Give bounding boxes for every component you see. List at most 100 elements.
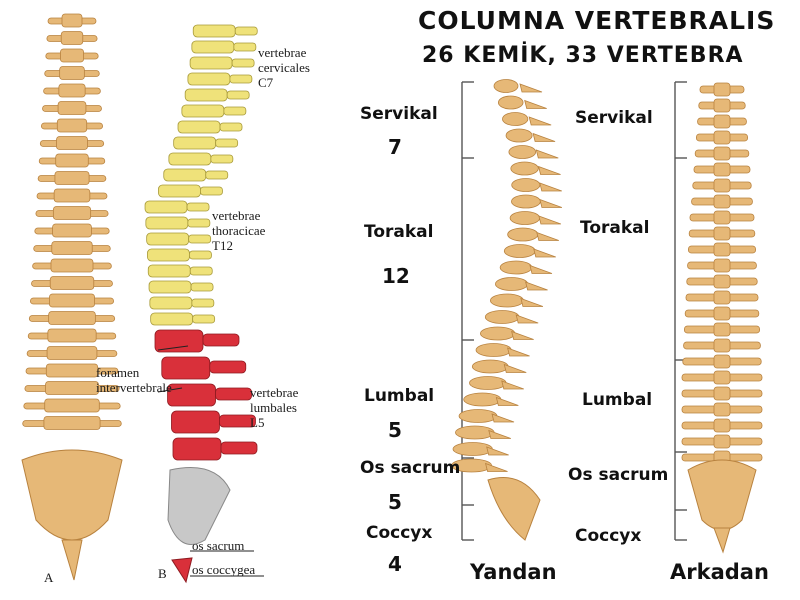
lateral-lumbar-process: [202, 333, 240, 347]
left-spine-illustrations: [21, 13, 264, 584]
side-vertebra-body: [458, 409, 498, 423]
anterior-vertebra: [47, 328, 97, 343]
right-columna-panel: COLUMNA VERTEBRALIS 26 KEMİK, 33 VERTEBR…: [350, 0, 800, 600]
lateral-lumbar-vertebra: [172, 437, 222, 461]
right-spine-illustrations: [451, 79, 763, 554]
lateral-process: [186, 202, 210, 212]
lateral-vertebra: [173, 136, 217, 150]
foramen-label-line1: foramen: [96, 365, 140, 380]
lateral-process: [188, 234, 212, 244]
lateral-lumbar-process: [215, 387, 252, 401]
side-spinous-process: [491, 413, 515, 423]
side-spinous-process: [524, 99, 547, 109]
side-vertebra-body: [505, 128, 533, 143]
side-servikal-label: Servikal: [360, 104, 438, 124]
anterior-vertebra: [44, 398, 100, 413]
side-vertebra-body: [471, 359, 509, 374]
back-view-spine: [681, 82, 763, 554]
back-vertebra: [713, 98, 731, 113]
side-servikal-count: 7: [388, 135, 402, 159]
anterior-vertebra: [43, 416, 101, 430]
lateral-vertebra: [163, 168, 207, 182]
back-vertebra: [713, 322, 731, 337]
anterior-sacrum: [21, 449, 123, 541]
cervical-label-line2: cervicales: [258, 60, 310, 75]
side-spinous-process: [503, 363, 527, 373]
thoracic-label-line2: thoracicae: [212, 223, 266, 238]
back-torakal-label: Torakal: [580, 218, 650, 238]
anterior-vertebra: [51, 241, 93, 255]
side-vertebra-body: [499, 260, 533, 275]
page-subtitle: 26 KEMİK, 33 VERTEBRA: [422, 43, 744, 68]
side-sacrum: [487, 477, 541, 541]
lateral-spine-figure: [144, 24, 258, 584]
lateral-coccyx: [171, 557, 193, 584]
side-vertebra-body: [480, 326, 516, 341]
side-spinous-process: [520, 297, 544, 307]
anterior-vertebra: [58, 83, 86, 98]
back-vertebra: [713, 130, 731, 145]
side-spinous-process: [536, 231, 559, 241]
lateral-vertebra: [147, 248, 190, 262]
side-spinous-process: [515, 314, 539, 324]
side-vertebra-body: [497, 95, 524, 110]
back-vertebra: [713, 386, 731, 401]
lateral-process: [219, 122, 243, 132]
side-vertebra-body: [511, 194, 541, 209]
side-lumbal-count: 5: [388, 418, 402, 442]
lateral-vertebra: [149, 296, 193, 310]
side-spinous-process: [525, 281, 548, 291]
lateral-process: [205, 170, 229, 180]
side-vertebra-body: [455, 425, 495, 440]
lateral-vertebra: [181, 104, 225, 118]
foramen-label: foramen intervertebrale: [96, 365, 172, 395]
lateral-lumbar-process: [209, 360, 247, 374]
lateral-process: [210, 154, 234, 164]
lateral-vertebra: [192, 24, 236, 38]
side-spinous-process: [501, 380, 524, 390]
lateral-process: [189, 250, 212, 260]
back-coccyx-label: Coccyx: [575, 526, 642, 546]
back-vertebra: [713, 370, 731, 385]
figure-a-label: A: [44, 570, 54, 585]
side-spinous-process: [519, 83, 543, 93]
anterior-vertebra: [60, 48, 84, 63]
side-vertebra-body: [508, 145, 537, 159]
anterior-vertebra: [61, 13, 83, 28]
side-spinous-process: [533, 248, 556, 258]
lateral-vertebra: [177, 120, 221, 134]
side-lumbal-label: Lumbal: [364, 386, 435, 406]
side-spinous-process: [535, 149, 559, 159]
lateral-process: [190, 282, 214, 292]
side-vertebra-body: [484, 310, 520, 324]
back-vertebra: [713, 194, 731, 209]
lateral-process: [231, 58, 255, 68]
side-spinous-process: [486, 446, 509, 456]
back-view-bracket: [674, 81, 687, 541]
lateral-vertebra: [150, 312, 194, 326]
anterior-vertebra: [53, 188, 91, 203]
side-vertebra-body: [469, 376, 507, 390]
lateral-process: [189, 266, 213, 276]
side-vertebra-body: [463, 392, 502, 407]
back-vertebra: [713, 210, 731, 225]
anterior-vertebra: [55, 153, 89, 168]
side-torakal-label: Torakal: [364, 222, 434, 242]
lateral-vertebra: [146, 232, 190, 246]
back-vertebra: [713, 290, 731, 305]
left-anatomy-panel: vertebrae cervicales C7 vertebrae thorac…: [0, 0, 350, 600]
anterior-vertebra: [48, 311, 96, 325]
lateral-process: [192, 314, 216, 324]
anterior-vertebra: [52, 223, 92, 238]
thoracic-label-line3: T12: [212, 238, 233, 253]
back-vertebra: [713, 226, 731, 241]
anterior-vertebra: [50, 258, 94, 273]
side-vertebra-body: [503, 244, 536, 258]
thoracic-label-line1: vertebrae: [212, 208, 261, 223]
side-sacrum-count: 5: [388, 490, 402, 514]
lateral-vertebra: [144, 200, 188, 214]
lateral-vertebra: [187, 72, 231, 86]
lateral-vertebra: [158, 184, 201, 198]
back-vertebra: [713, 82, 731, 97]
lateral-process: [226, 90, 250, 100]
